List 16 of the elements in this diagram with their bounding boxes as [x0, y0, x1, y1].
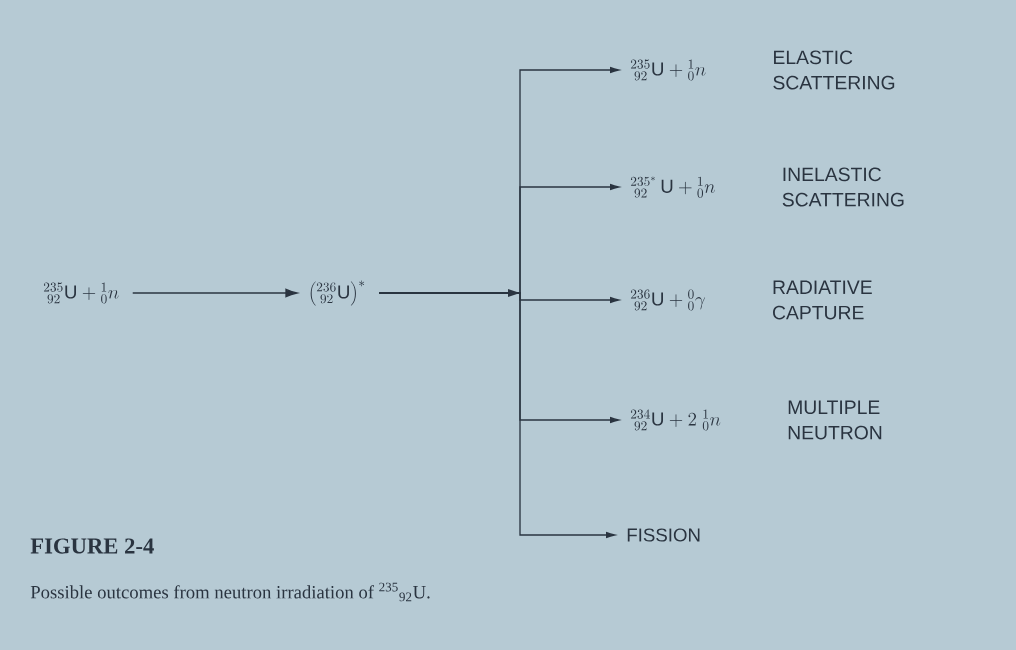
reaction-formula: ${}^{235}_{\;92}\mathrm{U} + {}^{1}_{0}n$	[43, 282, 119, 304]
arrow	[132, 288, 298, 298]
reaction-formula: ${}^{236}_{\;92}\mathrm{U} + {}^{0}_{0}\gamma$	[630, 289, 706, 311]
reaction-formula: $\left({}^{236}_{\;92}\mathrm{U}\right)^{*}$	[310, 280, 365, 306]
outcome-label: INELASTIC SCATTERING	[782, 167, 904, 207]
arrowhead	[508, 289, 520, 297]
arrow	[378, 292, 615, 538]
figure-title: FIGURE 2-4	[30, 538, 154, 554]
reaction-formula: ${}^{235}_{\;92}\mathrm{U} + {}^{1}_{0}n$	[630, 59, 706, 81]
outcome-label: FISSION	[627, 528, 700, 542]
reaction-formula: ${}^{235^{*}}_{\;92}\,\mathrm{U} + {}^{1}_{0}n$	[630, 176, 715, 198]
outcome-label: ELASTIC SCATTERING	[773, 50, 895, 90]
figure-caption: Possible outcomes from neutron irradiation of $^{235}$$_{92}$U.	[30, 582, 430, 602]
outcome-label: MULTIPLE NEUTRON	[788, 400, 882, 440]
outcome-label: RADIATIVE CAPTURE	[773, 280, 872, 320]
reaction-formula: ${}^{234}_{\;92}\mathrm{U} + 2\;{}^{1}_{0}n$	[630, 409, 721, 431]
